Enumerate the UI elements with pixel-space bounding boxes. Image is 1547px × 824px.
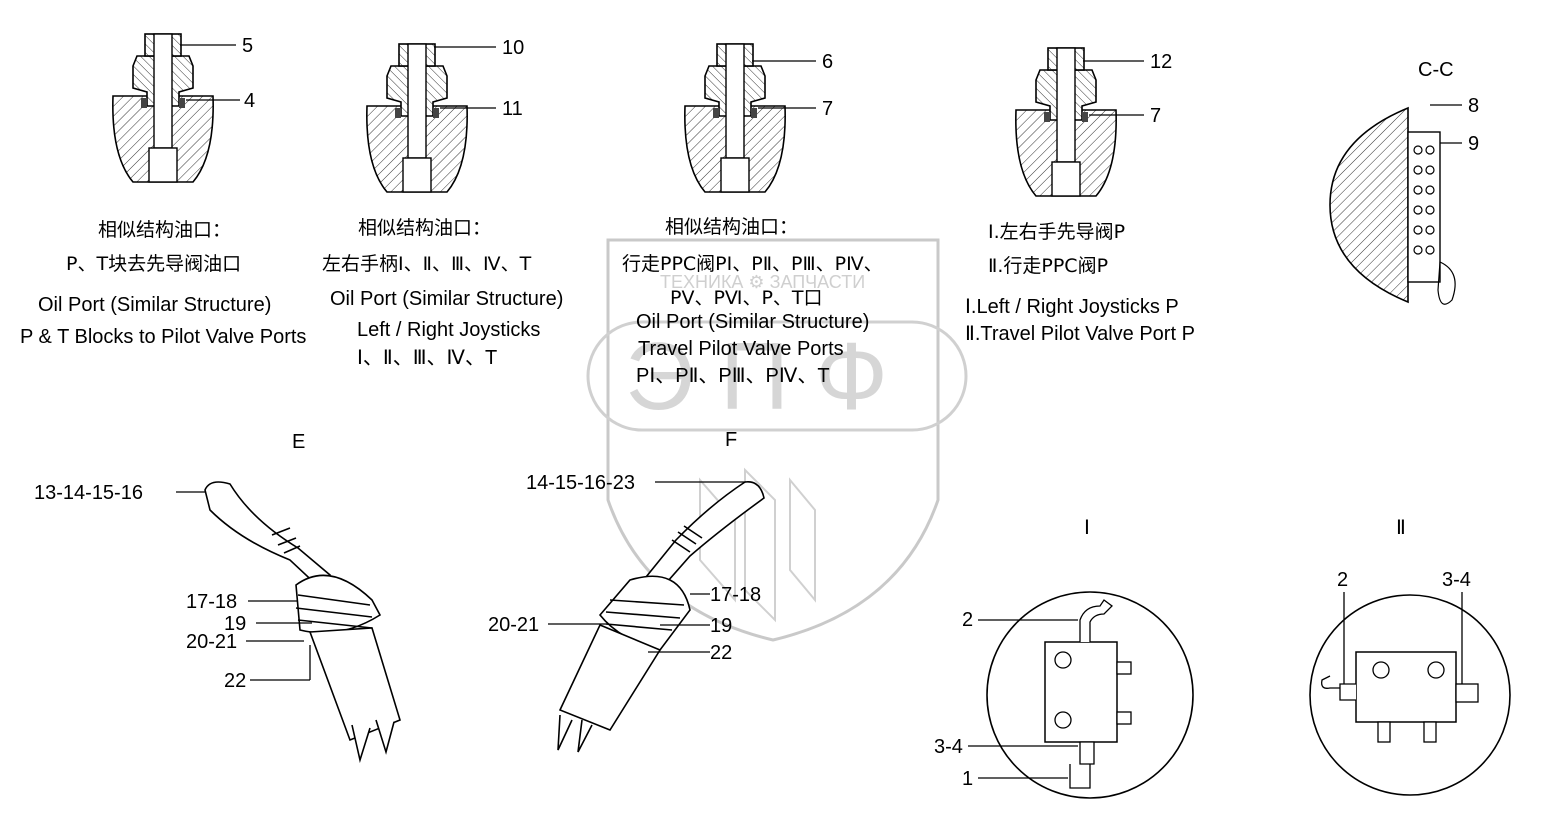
fitting-view-1 xyxy=(112,33,214,183)
view-label-e: E xyxy=(292,431,306,453)
note-col3-en1: Oil Port (Similar Structure) xyxy=(636,311,870,333)
callout-number: 22 xyxy=(710,642,733,664)
callout-number: 11 xyxy=(502,98,523,120)
callout-number: 12 xyxy=(1150,51,1173,73)
callout-number: 14-15-16-23 xyxy=(526,472,635,494)
callout-number: 1 xyxy=(962,768,974,790)
view-label-cc: C-C xyxy=(1418,59,1454,81)
callout-number: 22 xyxy=(224,670,247,692)
note-col1-en1: Oil Port (Similar Structure) xyxy=(38,294,272,316)
note-col4-en1: Ⅰ.Left / Right Joysticks P xyxy=(965,296,1179,318)
callout-number: 20-21 xyxy=(488,614,540,636)
joystick-view-e xyxy=(204,481,401,764)
callout-number: 19 xyxy=(710,615,733,637)
section-cc xyxy=(1329,106,1456,305)
detail-i xyxy=(986,591,1194,799)
note-col4-en2: Ⅱ.Travel Pilot Valve Port P xyxy=(965,323,1195,345)
view-label-i: Ⅰ xyxy=(1084,517,1090,539)
note-col2-en1: Oil Port (Similar Structure) xyxy=(330,288,564,310)
watermark-brand-line: ТЕХНИКА ⚙ ЗАПЧАСТИ xyxy=(660,272,866,292)
note-col3-cn3: PⅤ、PⅥ、P、T口 xyxy=(670,287,823,309)
callout-number: 2 xyxy=(962,609,974,631)
callout-number: 17-18 xyxy=(186,591,238,613)
callout-number: 10 xyxy=(502,37,525,59)
callout-number: 7 xyxy=(822,98,834,120)
view-label-f: F xyxy=(725,429,738,451)
note-col2-cn2: 左右手柄Ⅰ、Ⅱ、Ⅲ、Ⅳ、T xyxy=(322,253,532,275)
callout-number: 17-18 xyxy=(710,584,762,606)
callout-number: 9 xyxy=(1468,133,1480,155)
note-col1-cn2: P、T块去先导阀油口 xyxy=(66,253,242,275)
callout-number: 13-14-15-16 xyxy=(34,482,143,504)
callout-number: 3-4 xyxy=(934,736,963,758)
note-col2-cn1: 相似结构油口： xyxy=(358,217,492,239)
note-col3-cn2: 行走PPC阀PⅠ、PⅡ、PⅢ、PⅣ、 xyxy=(622,253,883,275)
callout-number: 4 xyxy=(244,90,256,112)
detail-ii xyxy=(1309,594,1511,796)
callout-number: 6 xyxy=(822,51,834,73)
note-col3-en3: PⅠ、PⅡ、PⅢ、PⅣ、T xyxy=(636,365,830,387)
note-col3-cn1: 相似结构油口： xyxy=(665,216,799,238)
callout-number: 20-21 xyxy=(186,631,238,653)
note-col1-cn1: 相似结构油口： xyxy=(98,219,232,241)
callout-number: 8 xyxy=(1468,95,1480,117)
watermark-logo-letters: ЭПФ xyxy=(625,323,914,430)
note-col2-en3: Ⅰ、Ⅱ、Ⅲ、Ⅳ、T xyxy=(357,347,498,369)
callout-number: 5 xyxy=(242,35,254,57)
note-col2-en2: Left / Right Joysticks xyxy=(357,319,541,341)
view-label-ii: Ⅱ xyxy=(1396,517,1406,539)
note-col4-cn2: Ⅱ.行走PPC阀P xyxy=(988,255,1109,277)
note-col1-en2: P & T Blocks to Pilot Valve Ports xyxy=(20,326,307,348)
note-col4-cn1: Ⅰ.左右手先导阀P xyxy=(988,221,1126,243)
callout-number: 3-4 xyxy=(1442,569,1471,591)
callout-number: 2 xyxy=(1337,569,1349,591)
callout-number: 19 xyxy=(224,613,247,635)
callout-number: 7 xyxy=(1150,105,1162,127)
fitting-view-4 xyxy=(1015,47,1117,197)
fitting-view-2 xyxy=(366,43,468,193)
note-col3-en2: Travel Pilot Valve Ports xyxy=(638,338,844,360)
fitting-view-3 xyxy=(684,43,786,193)
joystick-view-f xyxy=(557,481,765,753)
